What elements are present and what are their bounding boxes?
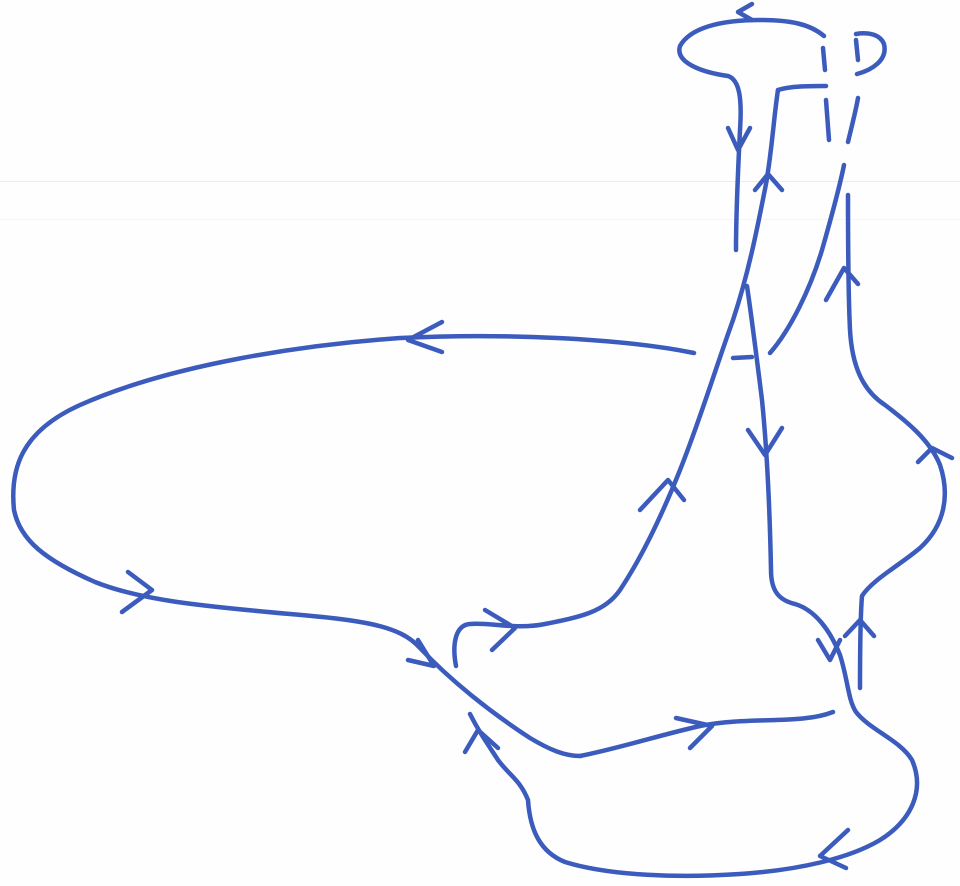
left-loop-strand [13, 336, 694, 756]
arrowhead [738, 4, 752, 20]
inner-rising-strand [454, 90, 778, 666]
descending-strand [470, 286, 917, 876]
diagonal-upper-strand [770, 165, 844, 353]
top-loop-strand [856, 33, 885, 74]
arrowhead [640, 480, 684, 510]
arrowhead [676, 718, 712, 748]
arrowhead [826, 268, 858, 300]
right-bulge-strand [848, 195, 945, 688]
arrowhead [485, 610, 515, 650]
dashed-segment [823, 48, 825, 70]
dashed-segment [856, 40, 858, 60]
dashed-segment [826, 100, 829, 140]
top-loop-strand [778, 86, 826, 90]
arrowhead [408, 640, 434, 666]
arrowhead [818, 640, 840, 660]
diagonal-upper-strand [848, 98, 858, 142]
top-loop-strand [679, 20, 824, 250]
dashed-segment [733, 357, 752, 358]
